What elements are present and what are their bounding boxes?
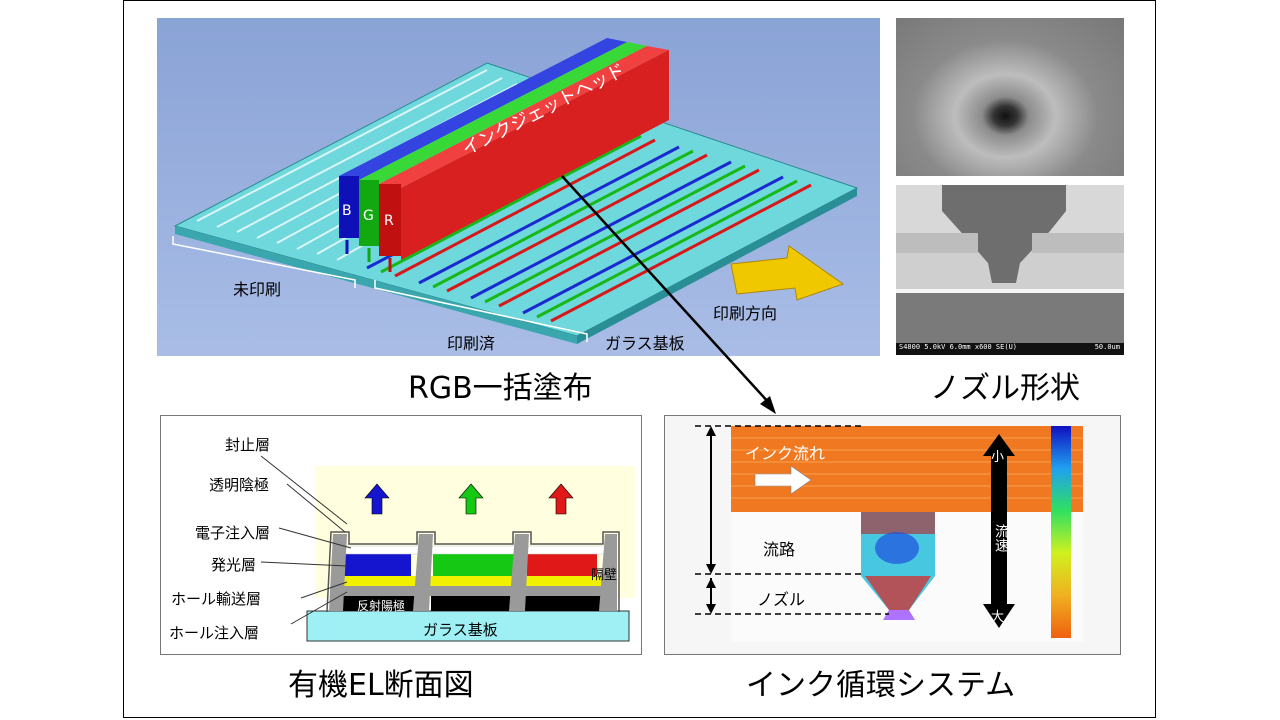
layer-hole-injection: ホール注入層 (169, 624, 260, 642)
unprinted-label: 未印刷 (233, 280, 282, 299)
layer-electron-injection: 電子注入層 (195, 524, 271, 542)
nozzle-sem-top (896, 18, 1124, 176)
layer-encapsulation: 封止層 (225, 436, 271, 454)
printed-label: 印刷済 (447, 334, 496, 353)
rgb-coating-caption: RGB一括塗布 (408, 371, 593, 406)
oled-cross-section: 封止層 透明陰極 電子注入層 発光層 ホール輸送層 ホール注入層 隔壁 反射陽極… (160, 415, 642, 655)
layer-transparent-cathode: 透明陰極 (209, 476, 270, 494)
sem-footer: S4800 5.0kV 6.0mm x600 SE(U) (899, 343, 1018, 351)
print-direction-label: 印刷方向 (713, 304, 778, 323)
circulation-caption: インク循環システム (746, 668, 1016, 703)
figure-frame (123, 0, 1156, 718)
layer-emission: 発光層 (211, 556, 257, 574)
bank-label: 隔壁 (591, 568, 618, 583)
speed-small-label: 小 (991, 450, 1005, 465)
layer-hole-transport: ホール輸送層 (171, 590, 262, 608)
circulation-drawing (695, 425, 1083, 642)
substrate-label: ガラス基板 (423, 621, 498, 639)
nozzle-shape-caption: ノズル形状 (930, 371, 1080, 406)
color-letter-r: R (384, 213, 394, 229)
oled-drawing (260, 455, 630, 642)
speed-large-label: 大 (991, 610, 1005, 625)
channel-label: 流路 (763, 540, 796, 559)
color-letter-g: G (363, 208, 374, 224)
rgb-coating-illustration: B G R インクジェットヘッド 未印刷 印刷済 ガラス基板 印刷方向 (157, 18, 880, 356)
nozzle-label: ノズル (757, 590, 806, 609)
sem-scale: 50.0um (1094, 343, 1120, 351)
nozzle-section-drawing (896, 185, 1124, 355)
oled-caption: 有機EL断面図 (288, 668, 474, 703)
ink-flow-label: インク流れ (745, 444, 826, 463)
color-letter-b: B (342, 203, 352, 219)
ink-circulation-diagram: インク流れ 流路 ノズル 小 流速 大 (664, 415, 1121, 655)
glass-substrate-label: ガラス基板 (605, 334, 685, 353)
speed-label: 流速 (993, 524, 1009, 552)
nozzle-sem-cross-section: S4800 5.0kV 6.0mm x600 SE(U) 50.0um (896, 185, 1124, 355)
anode-label: 反射陽極 (357, 599, 406, 613)
